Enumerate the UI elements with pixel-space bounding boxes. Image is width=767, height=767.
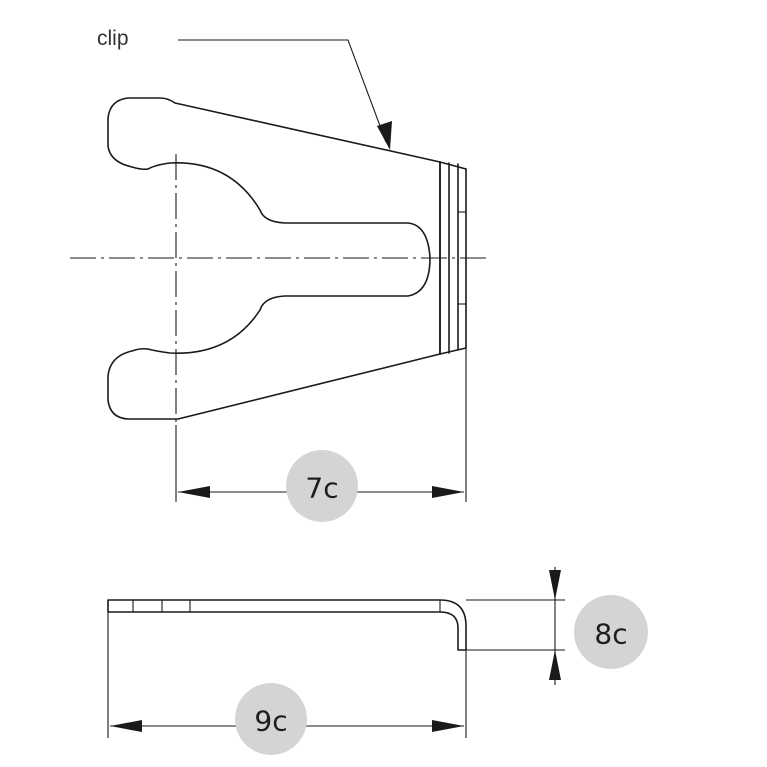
- side-plate-outline: [107, 599, 467, 651]
- badge-text-9c: 9c: [254, 705, 287, 738]
- end-plate-cap-top: [439, 161, 467, 170]
- dimension-arrow-7c-left: [178, 486, 210, 498]
- badge-circle-7c: [286, 450, 358, 522]
- clip-outline: [107, 97, 441, 420]
- dimension-arrow-9c-right: [432, 720, 464, 732]
- clip-leader-arrowhead: [377, 121, 392, 150]
- clip-label: clip: [97, 27, 129, 50]
- badge-text-7c: 7c: [305, 472, 338, 505]
- side-view: 8c 9c: [107, 567, 648, 755]
- dimension-arrow-8c-bottom: [549, 650, 561, 680]
- top-view: clip 7c: [70, 27, 488, 522]
- dimension-arrow-9c-left: [110, 720, 142, 732]
- dimension-badge-9c: 9c: [235, 683, 307, 755]
- dimension-arrow-8c-top: [549, 570, 561, 600]
- badge-circle-9c: [235, 683, 307, 755]
- clip-leader-line: [178, 39, 387, 143]
- badge-text-8c: 8c: [594, 618, 627, 651]
- dimension-badge-7c: 7c: [286, 450, 358, 522]
- dimension-badge-8c: 8c: [574, 595, 648, 669]
- dimension-arrow-7c-right: [432, 486, 464, 498]
- badge-circle-8c: [574, 595, 648, 669]
- end-plate-cap-bottom: [439, 347, 467, 355]
